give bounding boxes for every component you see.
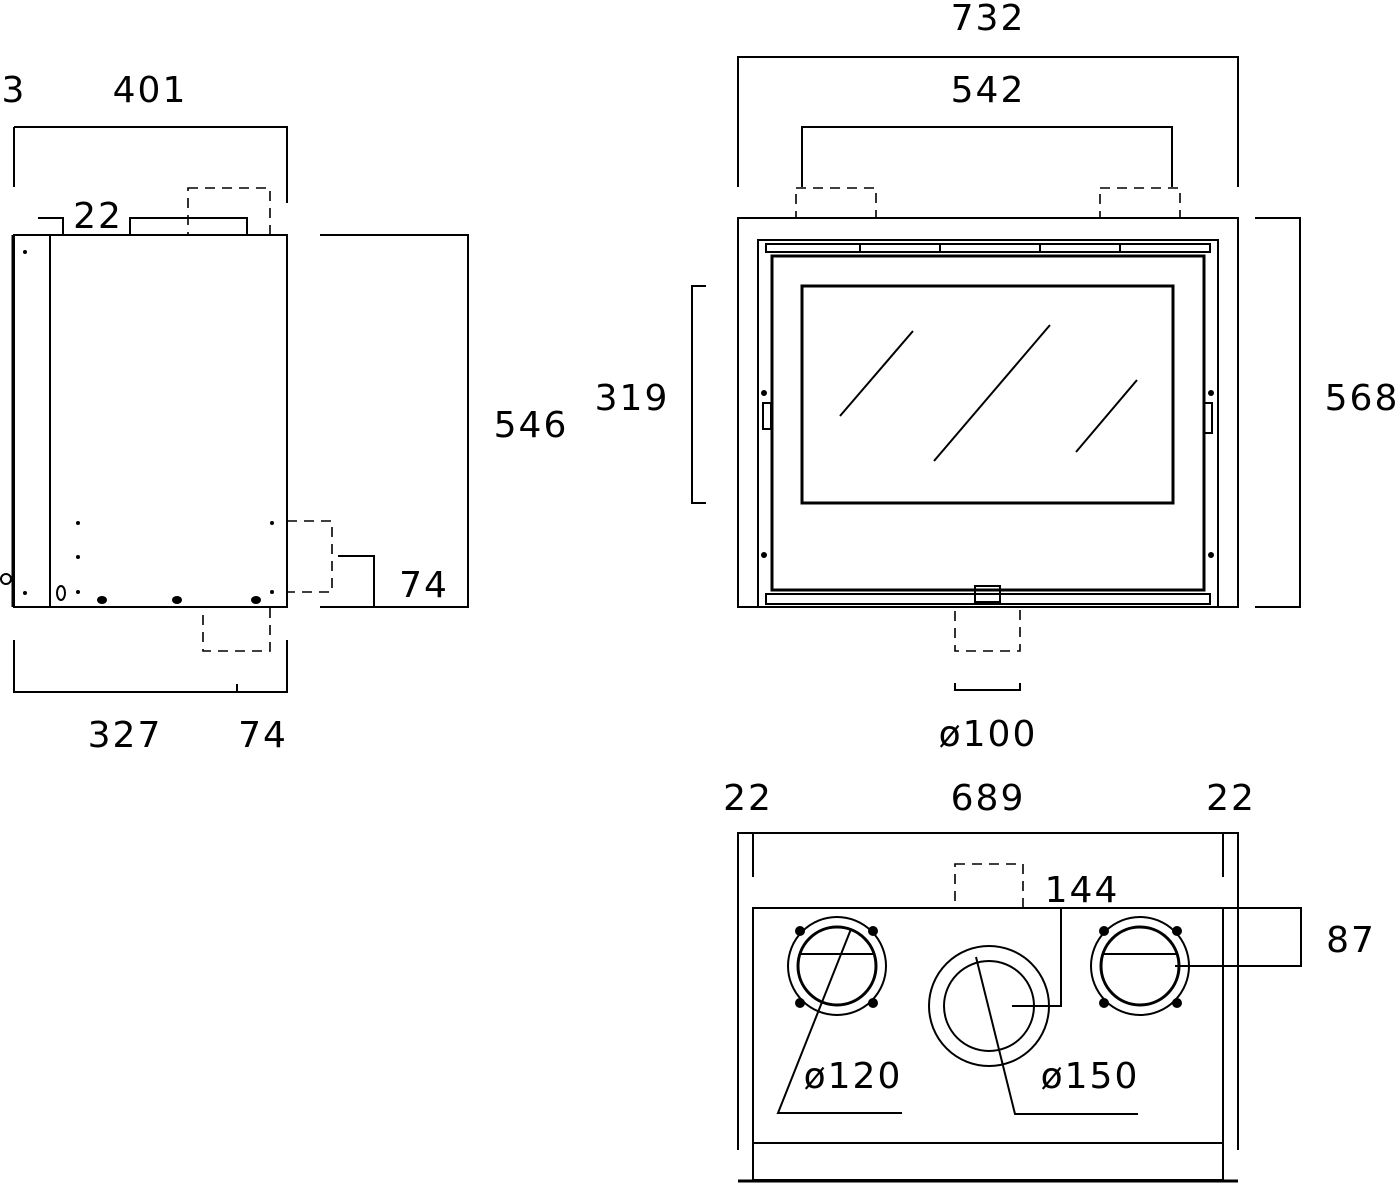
stove-body — [757, 239, 1219, 608]
dim-line-overall-width — [737, 56, 1239, 187]
bottom-outlet-outline — [954, 606, 1021, 652]
dim-label-bottom-outlet-diameter: ø100 — [939, 714, 1038, 755]
leader-side-outlet-diameter — [776, 928, 902, 1114]
dim-label-overall-height: 568 — [1325, 378, 1400, 419]
dim-label-side-offset: 87 — [1326, 920, 1376, 961]
outer-outline — [737, 832, 1239, 1150]
side-outlet-outline — [286, 520, 333, 593]
bottom-vents — [765, 593, 1211, 605]
front-frame — [13, 234, 51, 608]
inner-edges — [752, 833, 1224, 877]
dim-line-bottom — [13, 640, 288, 693]
top-flue-outline — [187, 187, 271, 236]
dim-label-depth-total: 401 — [113, 70, 188, 111]
dim-label-center-outlet-diameter: ø150 — [1041, 1056, 1140, 1097]
top-flue-outline — [954, 863, 1024, 909]
dim-line-glass-height — [691, 285, 706, 504]
leader-center-outlet-diameter — [975, 956, 1138, 1115]
right-outlet — [1090, 916, 1190, 1016]
dim-line-depth-total — [13, 126, 288, 203]
right-flue-outline — [1099, 187, 1181, 219]
glass-window — [800, 284, 1175, 505]
dim-label-bottom-depth: 327 — [88, 715, 163, 756]
front-view: 732 542 319 568 ø100 — [595, 0, 1400, 755]
dim-label-glass-height: 319 — [595, 378, 670, 419]
top-view: 22 689 22 144 87 ø120 ø150 — [723, 778, 1376, 1183]
top-body — [752, 907, 1224, 1144]
dim-label-center-offset: 144 — [1045, 870, 1120, 911]
dim-label-height: 546 — [494, 405, 569, 446]
side-view: 3 401 22 546 74 327 74 — [0, 70, 569, 756]
dim-label-top-inset: 22 — [73, 196, 123, 237]
surround-frame — [737, 217, 1239, 608]
glass-reflection — [839, 324, 1138, 462]
handle-icon — [56, 585, 66, 601]
dim-line-top-inset — [38, 217, 64, 235]
dim-line-height — [320, 234, 469, 608]
dim-label-offset: 3 — [2, 70, 27, 111]
dim-label-width: 689 — [951, 778, 1026, 819]
dim-label-bottom-outlet: 74 — [238, 715, 288, 756]
dim-label-flue-spacing: 542 — [951, 70, 1026, 111]
left-flue-outline — [795, 187, 877, 219]
dim-line-side-outlet — [338, 555, 375, 607]
door-frame — [770, 254, 1206, 592]
front-lip — [752, 1142, 1224, 1181]
left-outlet — [787, 916, 887, 1016]
dim-label-right-margin: 22 — [1206, 778, 1256, 819]
air-control — [974, 585, 1001, 603]
dim-line-bottom-outlet — [954, 683, 1021, 691]
dim-line-center-offset — [1012, 908, 1062, 1007]
dim-label-left-margin: 22 — [723, 778, 773, 819]
top-vents — [765, 243, 1211, 253]
dim-label-overall-width: 732 — [951, 0, 1026, 39]
dim-label-side-outlet-diameter: ø120 — [804, 1056, 903, 1097]
dim-line-flue-spacing — [801, 126, 1173, 187]
dim-line-side-offset — [1175, 907, 1302, 967]
latch-icon — [0, 573, 12, 585]
bottom-outlet-outline — [202, 606, 271, 652]
dim-label-side-outlet: 74 — [399, 565, 449, 606]
dim-line-overall-height — [1255, 217, 1301, 608]
side-body — [49, 234, 288, 608]
